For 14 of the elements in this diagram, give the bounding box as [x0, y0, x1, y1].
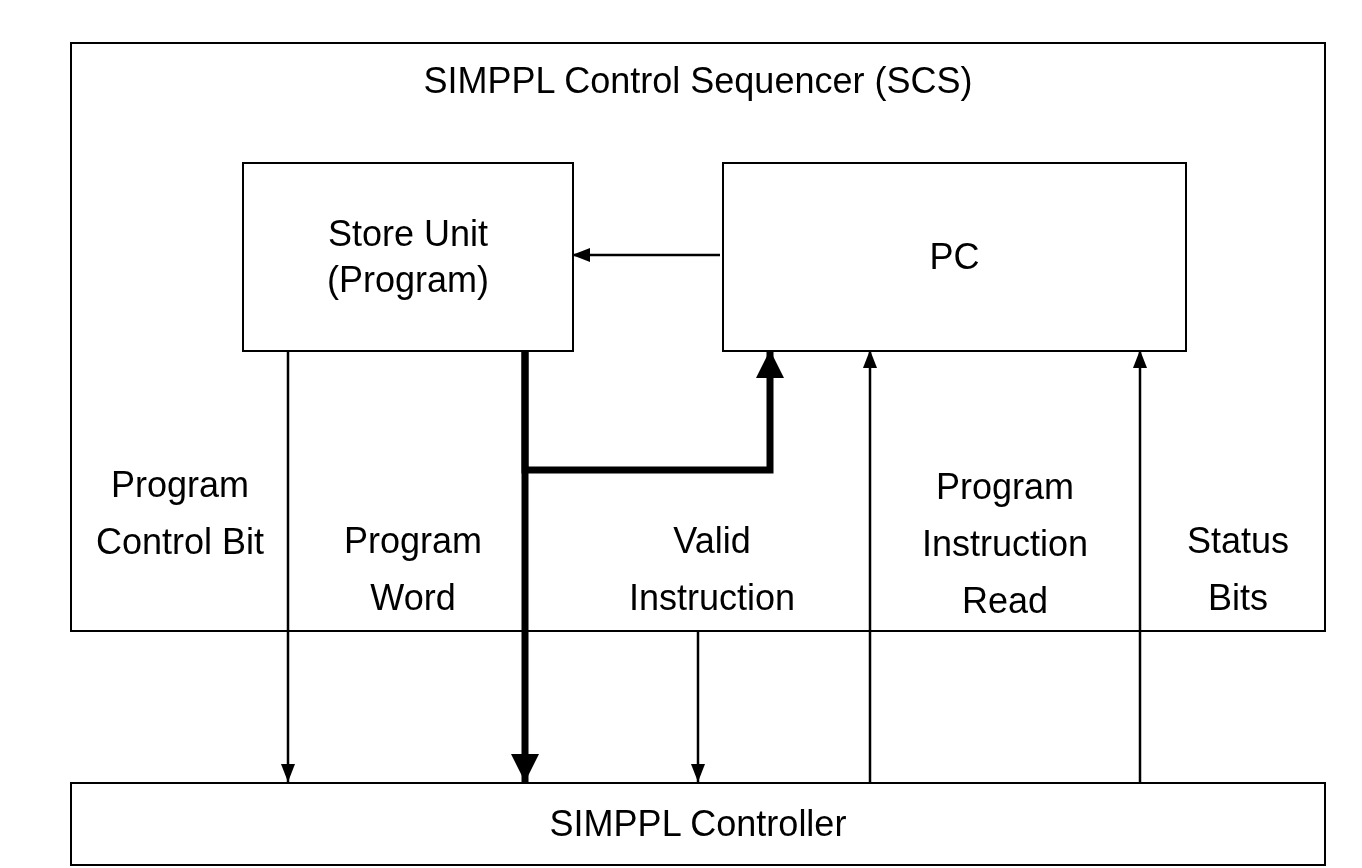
block-box	[70, 782, 1326, 866]
arrow	[863, 350, 877, 782]
arrow	[521, 350, 784, 474]
node-label: SIMPPL Controller	[548, 802, 848, 846]
arrow	[572, 248, 720, 262]
arrow	[691, 632, 705, 782]
container-box	[70, 42, 1326, 632]
node-label: SIMPPL Control Sequencer (SCS)	[422, 59, 974, 103]
arrow	[281, 350, 295, 782]
node-label: Store Unit (Program)	[326, 212, 490, 302]
arrow	[1133, 350, 1147, 782]
block-box	[242, 162, 574, 352]
block-box	[722, 162, 1187, 352]
node-label: PC	[928, 235, 981, 279]
